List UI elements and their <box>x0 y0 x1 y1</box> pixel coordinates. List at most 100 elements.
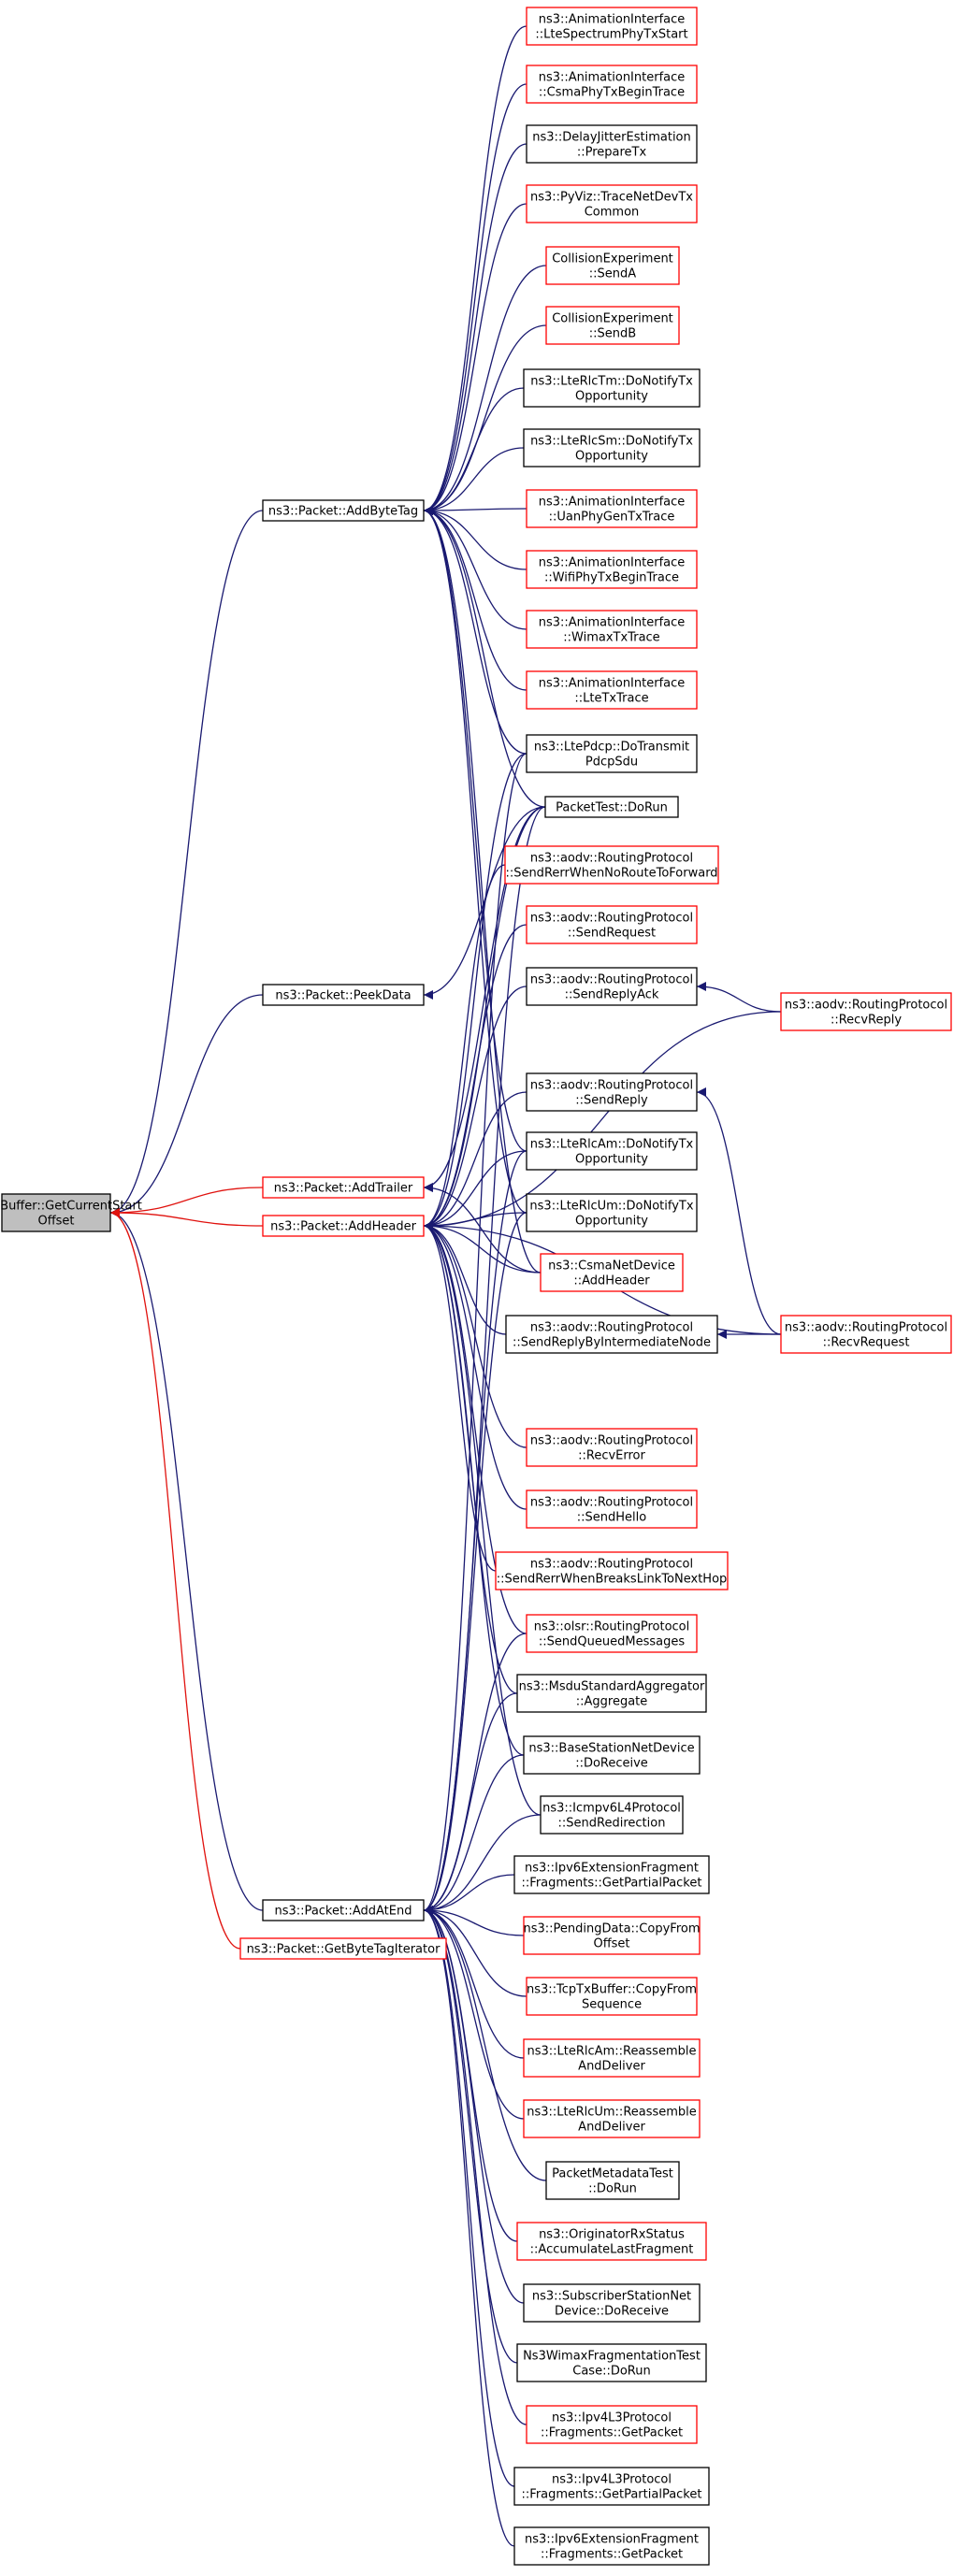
node-msdu[interactable]: ns3::MsduStandardAggregator::Aggregate <box>516 1674 707 1713</box>
edge-msdu-to-addatend <box>423 1692 518 1915</box>
node-label-line: ::SendReplyByIntermediateNode <box>513 1336 711 1350</box>
node-aodv_replyinter[interactable]: ns3::aodv::RoutingProtocol::SendReplyByI… <box>505 1315 718 1354</box>
edge-addheader-to-root <box>109 1208 264 1227</box>
edge-aodv_sendreply-to-addheader <box>423 1091 527 1230</box>
node-ipv6frag_partial[interactable]: ns3::Ipv6ExtensionFragment::Fragments::G… <box>513 1855 710 1894</box>
edge-lterlcum_tx-to-addbytetag <box>423 506 527 1214</box>
node-label-line: ns3::aodv::RoutingProtocol <box>530 1321 693 1335</box>
node-label-line: ns3::Ipv4L3Protocol <box>552 2411 672 2425</box>
node-aodv_recverror[interactable]: ns3::aodv::RoutingProtocol::RecvError <box>526 1428 698 1467</box>
node-addheader[interactable]: ns3::Packet::AddHeader <box>262 1215 425 1237</box>
node-label-line: PacketTest::DoRun <box>556 801 668 815</box>
node-label-line: ::DoReceive <box>575 1757 648 1771</box>
node-anim_wimax[interactable]: ns3::AnimationInterface::WimaxTxTrace <box>526 610 698 649</box>
node-olsr_queued[interactable]: ns3::olsr::RoutingProtocol::SendQueuedMe… <box>526 1614 698 1653</box>
node-label-line: ns3::Packet::AddTrailer <box>274 1182 413 1196</box>
node-label-line: ns3::aodv::RoutingProtocol <box>530 1558 693 1572</box>
node-csmanet[interactable]: ns3::CsmaNetDevice::AddHeader <box>540 1253 684 1292</box>
node-ipv6frag_get[interactable]: ns3::Ipv6ExtensionFragment::Fragments::G… <box>513 2526 710 2566</box>
node-label-line: ::SendA <box>589 267 637 281</box>
node-packettest[interactable]: PacketTest::DoRun <box>544 796 679 818</box>
node-aodv_senderrnoroute[interactable]: ns3::aodv::RoutingProtocol::SendRerrWhen… <box>504 845 719 885</box>
edge-lterlcam_reas-to-addatend <box>423 1906 525 2059</box>
edge-aodv_senderrbreak-to-addheader <box>423 1221 497 1572</box>
node-anim_uan[interactable]: ns3::AnimationInterface::UanPhyGenTxTrac… <box>526 489 698 528</box>
node-label-line: ::DoRun <box>588 2182 637 2196</box>
node-aodv_recvreply[interactable]: ns3::aodv::RoutingProtocol::RecvReply <box>780 992 952 1031</box>
node-box <box>523 428 701 468</box>
node-box <box>545 306 680 345</box>
node-collision_b[interactable]: CollisionExperiment::SendB <box>545 306 680 345</box>
node-anim_csma[interactable]: ns3::AnimationInterface::CsmaPhyTxBeginT… <box>526 65 698 104</box>
node-label-line: ::LteSpectrumPhyTxStart <box>535 28 687 42</box>
node-ipv4_partial[interactable]: ns3::Ipv4L3Protocol::Fragments::GetParti… <box>513 2467 710 2506</box>
node-originator[interactable]: ns3::OriginatorRxStatus::AccumulateLastF… <box>516 2222 707 2261</box>
node-aodv_sendrequest[interactable]: ns3::aodv::RoutingProtocol::SendRequest <box>526 905 698 944</box>
edge-olsr_queued-to-addheader <box>423 1221 527 1634</box>
node-pktmeta[interactable]: PacketMetadataTest::DoRun <box>545 2161 680 2200</box>
node-label-line: ns3::Packet::AddHeader <box>270 1220 416 1234</box>
node-label-line: ns3::LteRlcAm::DoNotifyTx <box>530 1138 694 1152</box>
node-box <box>526 1428 698 1467</box>
node-addbytetag[interactable]: ns3::Packet::AddByteTag <box>262 499 425 522</box>
node-subscriber[interactable]: ns3::SubscriberStationNetDevice::DoRecei… <box>523 2283 701 2323</box>
edge-csmanet-to-addbytetag <box>423 506 542 1274</box>
node-ipv4_getpacket[interactable]: ns3::Ipv4L3Protocol::Fragments::GetPacke… <box>526 2405 698 2444</box>
node-aodv_senderrbreak[interactable]: ns3::aodv::RoutingProtocol::SendRerrWhen… <box>495 1551 729 1590</box>
node-label-line: ns3::BaseStationNetDevice <box>528 1742 694 1756</box>
edge-aodv_recvreply-to-addheader <box>423 1011 782 1230</box>
node-label-line: ::LteTxTrace <box>574 692 648 706</box>
node-label-line: ::SendRedirection <box>558 1817 666 1831</box>
node-addtrailer[interactable]: ns3::Packet::AddTrailer <box>262 1176 425 1199</box>
node-label-line: ns3::aodv::RoutingProtocol <box>530 852 693 866</box>
node-aodv_recvrequest[interactable]: ns3::aodv::RoutingProtocol::RecvRequest <box>780 1315 952 1354</box>
node-peekdata[interactable]: ns3::Packet::PeekData <box>262 984 425 1006</box>
edge-ltepdcp-to-addbytetag <box>423 506 527 755</box>
node-box <box>540 1795 684 1835</box>
node-anim_wifi[interactable]: ns3::AnimationInterface::WifiPhyTxBeginT… <box>526 550 698 589</box>
node-label-line: ::Fragments::GetPacket <box>541 2548 683 2562</box>
node-anim_lte[interactable]: ns3::AnimationInterface::LteTxTrace <box>526 670 698 710</box>
node-collision_a[interactable]: CollisionExperiment::SendA <box>545 246 680 285</box>
node-anim_ltespec[interactable]: ns3::AnimationInterface::LteSpectrumPhyT… <box>526 7 698 46</box>
node-box <box>545 2161 680 2200</box>
node-box <box>780 992 952 1031</box>
node-label-line: Opportunity <box>575 390 648 404</box>
node-getbytetagiterator[interactable]: ns3::Packet::GetByteTagIterator <box>239 1937 447 1960</box>
node-aodv_sendreply[interactable]: ns3::aodv::RoutingProtocol::SendReply <box>526 1072 698 1112</box>
node-label-line: ::Fragments::GetPartialPacket <box>522 1877 702 1891</box>
node-aodv_sendhello[interactable]: ns3::aodv::RoutingProtocol::SendHello <box>526 1489 698 1529</box>
node-box <box>495 1551 729 1590</box>
node-label-line: ns3::Ipv6ExtensionFragment <box>525 2533 699 2547</box>
node-aodv_sendreplyack[interactable]: ns3::aodv::RoutingProtocol::SendReplyAck <box>526 967 698 1006</box>
node-label-line: Ns3WimaxFragmentationTest <box>523 2350 701 2364</box>
edge-pyviz-to-addbytetag <box>423 203 527 515</box>
node-box <box>526 1131 698 1171</box>
node-label-line: ns3::SubscriberStationNet <box>532 2290 691 2304</box>
edges-layer <box>109 25 782 2547</box>
node-label-line: ::SendRequest <box>568 927 656 941</box>
node-box <box>526 967 698 1006</box>
node-delayjitter[interactable]: ns3::DelayJitterEstimation::PrepareTx <box>526 124 698 164</box>
node-label-line: Common <box>585 206 640 220</box>
node-basestation[interactable]: ns3::BaseStationNetDevice::DoReceive <box>523 1735 701 1775</box>
edge-lterlcum_reas-to-addatend <box>423 1906 525 2120</box>
node-label-line: ns3::olsr::RoutingProtocol <box>534 1620 690 1634</box>
edge-anim_wimax-to-addbytetag <box>423 506 527 630</box>
node-label-line: ns3::Packet::PeekData <box>275 989 411 1003</box>
node-box <box>526 670 698 710</box>
node-icmpv6[interactable]: ns3::Icmpv6L4Protocol::SendRedirection <box>540 1795 684 1835</box>
node-addatend[interactable]: ns3::Packet::AddAtEnd <box>262 1899 425 1921</box>
